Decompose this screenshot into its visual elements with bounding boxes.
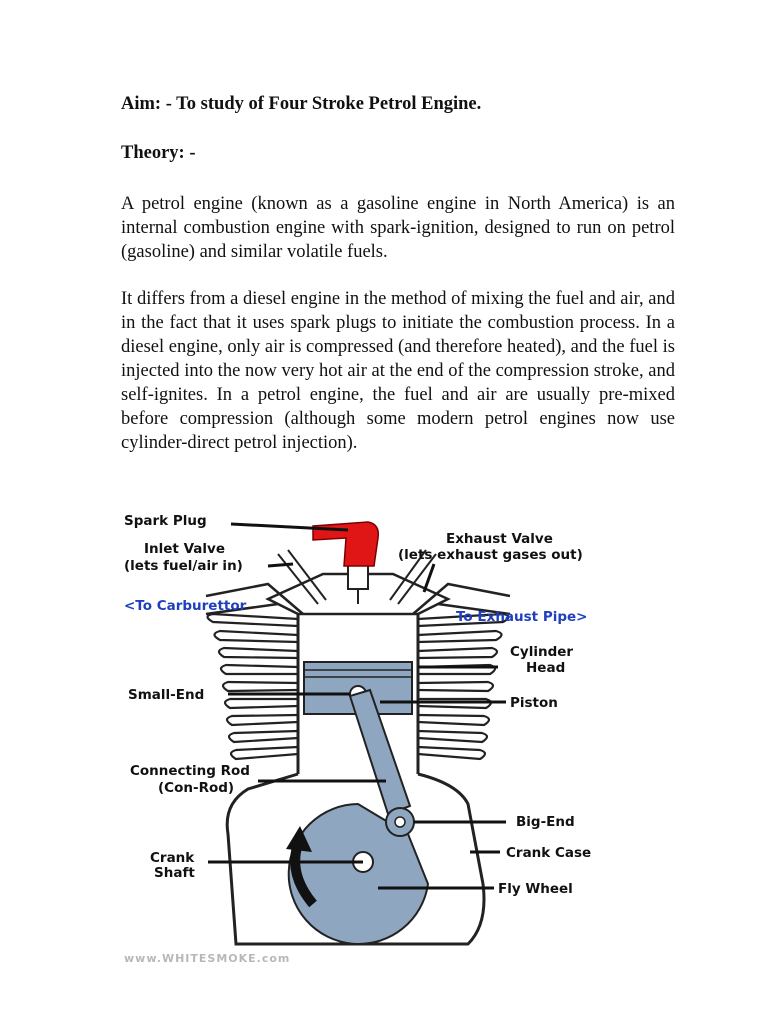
- watermark: www.WHITESMOKE.com: [124, 952, 290, 965]
- label-big-end: Big-End: [516, 814, 575, 830]
- label-spark-plug: Spark Plug: [124, 513, 207, 529]
- paragraph-intro: A petrol engine (known as a gasoline eng…: [121, 194, 675, 262]
- label-exhaust-valve: Exhaust Valve: [446, 531, 553, 547]
- cylinder-wall: [296, 604, 420, 774]
- exhaust-valve-stem: [389, 549, 437, 605]
- rotation-arrow-head: [286, 826, 312, 852]
- left-cooling-fins: [206, 612, 299, 761]
- label-connecting-rod: Connecting Rod: [130, 763, 250, 779]
- label-inlet-valve-note: (lets fuel/air in): [124, 558, 243, 574]
- leader-lines: [208, 522, 506, 890]
- label-shaft: Shaft: [154, 865, 195, 881]
- connecting-rod: [348, 688, 415, 837]
- label-con-rod: (Con-Rod): [158, 780, 234, 796]
- exhaust-port: [412, 582, 511, 616]
- label-piston: Piston: [510, 695, 558, 711]
- fly-wheel: [287, 802, 430, 945]
- label-fly-wheel: Fly Wheel: [498, 881, 573, 897]
- label-to-carburettor: <To Carburettor: [124, 598, 247, 614]
- label-crank: Crank: [150, 850, 195, 866]
- spark-plug: [312, 521, 380, 604]
- label-inlet-valve: Inlet Valve: [144, 541, 225, 557]
- intake-port: [205, 582, 304, 616]
- label-to-exhaust-pipe: To Exhaust Pipe>: [456, 609, 588, 625]
- theory-heading: Theory: -: [121, 143, 196, 163]
- label-small-end: Small-End: [128, 687, 204, 703]
- label-crank-case: Crank Case: [506, 845, 591, 861]
- inlet-valve-stem: [277, 549, 327, 605]
- piston: [303, 661, 413, 715]
- label-exhaust-valve-note: (lets exhaust gases out): [398, 547, 583, 563]
- right-cooling-fins: [417, 612, 510, 761]
- label-head: Head: [526, 660, 565, 676]
- aim-heading: Aim: - To study of Four Stroke Petrol En…: [121, 94, 482, 114]
- engine-diagram: Spark Plug Inlet Valve (lets fuel/air in…: [124, 513, 591, 965]
- paragraph-diesel-comparison: It differs from a diesel engine in the m…: [121, 289, 675, 453]
- label-cylinder: Cylinder: [510, 644, 573, 660]
